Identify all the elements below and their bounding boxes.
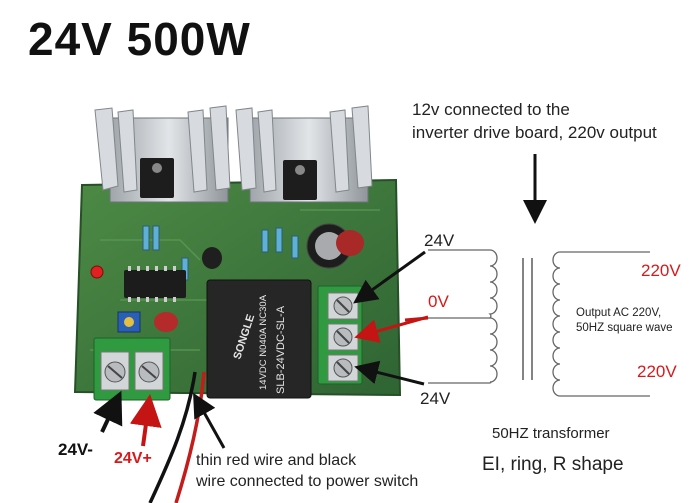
output-description-line2: 50HZ square wave bbox=[576, 322, 673, 334]
arrow-input-positive bbox=[129, 394, 162, 447]
switch-wire-note-line2: wire connected to power switch bbox=[196, 473, 419, 490]
transformer-name: 50HZ transformer bbox=[492, 425, 610, 442]
terminal-block-input bbox=[93, 337, 171, 401]
transformer-shapes: EI, ring, R shape bbox=[482, 454, 624, 475]
input-positive-label: 24V+ bbox=[114, 450, 152, 467]
output-top-label: 220V bbox=[641, 261, 681, 280]
capacitor-red-large bbox=[336, 230, 364, 256]
middle-wire-stub bbox=[404, 316, 429, 322]
resistors bbox=[142, 225, 299, 281]
drive-board-note: 12v connected to the inverter drive boar… bbox=[412, 98, 657, 144]
transformer-schematic bbox=[428, 249, 650, 397]
terminal-top-label: 24V bbox=[424, 231, 455, 250]
capacitor-red-small bbox=[154, 312, 178, 332]
ic-chip bbox=[124, 266, 186, 302]
output-description: Output AC 220V, 50HZ square wave bbox=[576, 306, 673, 336]
arrow-switch-wires bbox=[193, 392, 226, 449]
power-led bbox=[90, 265, 104, 279]
heatsink-left bbox=[94, 105, 231, 203]
arrow-input-negative bbox=[93, 390, 123, 433]
terminal-bottom-label: 24V bbox=[420, 389, 451, 408]
switch-wire-note: thin red wire and black wire connected t… bbox=[196, 450, 418, 492]
relay: SONGLE 14VDC N040A NC30A SLB-24VDC-SL-A bbox=[206, 279, 312, 399]
drive-board-note-line2: inverter drive board, 220v output bbox=[412, 123, 657, 142]
input-negative-label: 24V- bbox=[58, 440, 93, 459]
headline: 24V 500W bbox=[28, 13, 251, 65]
switch-wire-note-line1: thin red wire and black bbox=[196, 452, 357, 469]
relay-line2-text: SLB-24VDC-SL-A bbox=[275, 305, 287, 394]
heatsink-right bbox=[235, 105, 373, 203]
capacitor-small bbox=[202, 247, 222, 269]
arrow-top-terminal bbox=[353, 250, 426, 304]
arrow-bottom-terminal bbox=[354, 360, 425, 386]
output-bottom-label: 220V bbox=[637, 362, 677, 381]
terminal-block-output bbox=[317, 285, 363, 385]
terminal-middle-label: 0V bbox=[428, 292, 449, 311]
output-description-line1: Output AC 220V, bbox=[576, 307, 662, 319]
switch-wires bbox=[148, 371, 206, 503]
relay-line1-text: 14VDC N040A NC30A bbox=[258, 294, 269, 390]
drive-board-note-line1: 12v connected to the bbox=[412, 100, 570, 119]
